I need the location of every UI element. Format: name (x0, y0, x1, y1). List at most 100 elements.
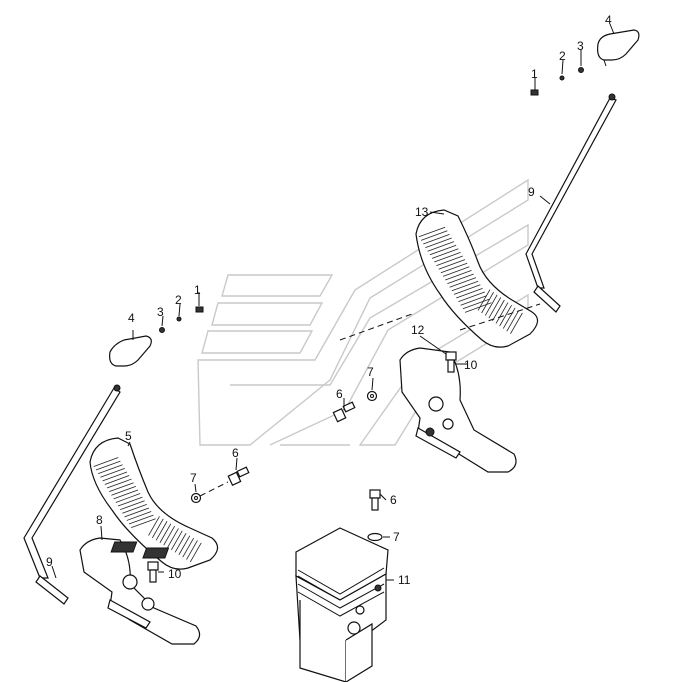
tread-rib (460, 295, 488, 306)
tread-rib (117, 496, 143, 507)
tread-rib (502, 307, 516, 329)
tread-rib (453, 284, 481, 295)
tread-rib (126, 511, 152, 521)
callout-number: 1 (194, 283, 201, 297)
callout-number: 2 (175, 293, 182, 307)
tread-rib (113, 489, 139, 500)
pedal-tread-lower (93, 457, 202, 563)
tread-rib (163, 525, 176, 546)
washer-upper (559, 75, 565, 81)
tread-rib (440, 262, 468, 274)
tread-rib (159, 523, 172, 543)
tread-rib (458, 291, 485, 302)
tread-rib (436, 255, 463, 266)
callout-number: 1 (531, 67, 538, 81)
screw-upper (530, 89, 539, 96)
tread-rib (420, 230, 448, 241)
tread-rib (100, 467, 125, 478)
callout-number: 7 (190, 471, 197, 485)
tread-rib (106, 478, 132, 489)
callout-number: 11 (398, 573, 411, 587)
tread-rib (462, 298, 490, 310)
bolt-6-upper (332, 401, 356, 423)
tread-rib (506, 310, 520, 332)
tread-rib (427, 241, 455, 252)
tread-rib (434, 252, 461, 263)
tread-rib (98, 464, 123, 475)
tread-rib (155, 521, 168, 541)
tread-rib (449, 277, 477, 288)
callout-number: 10 (168, 567, 182, 581)
bolt-6-lower (227, 466, 250, 487)
tread-rib (151, 518, 164, 539)
tread-rib (456, 288, 483, 299)
callout-number: 9 (528, 185, 535, 199)
tread-rib (170, 530, 183, 551)
tread-rib (442, 266, 470, 277)
bolt-10-lower (147, 561, 159, 583)
tread-rib (495, 302, 509, 324)
tread-rib (429, 244, 457, 256)
tread-rib (122, 503, 147, 514)
tread-rib (425, 237, 452, 248)
pedal-knob-lower (109, 335, 152, 367)
callout-number: 9 (46, 555, 53, 569)
tread-rib (124, 507, 150, 518)
callout-number: 8 (96, 513, 103, 527)
tread-rib (492, 299, 505, 322)
tread-rib (102, 471, 128, 482)
tread-rib (167, 528, 179, 548)
tread-rib (484, 294, 498, 316)
callout-number: 7 (367, 365, 374, 379)
tread-rib (186, 540, 198, 560)
callout-number: 12 (411, 323, 425, 337)
callout-number: 6 (336, 387, 343, 401)
callout-number: 10 (464, 358, 478, 372)
pedal-bracket-upper (399, 347, 517, 473)
lower-left-assembly (23, 306, 250, 645)
callout-number: 6 (390, 493, 397, 507)
pedal-rod-lower (23, 387, 121, 579)
upper-right-assembly (332, 29, 640, 473)
tread-rib (477, 289, 491, 311)
bolt-10-upper (445, 351, 457, 373)
tread-rib (189, 542, 202, 563)
tread-rib (148, 516, 160, 536)
tread-rib (445, 270, 472, 281)
tread-rib (499, 304, 512, 327)
screw-lower (195, 306, 204, 313)
tread-rib (438, 259, 466, 270)
tread-rib (131, 518, 156, 529)
callout-number: 2 (559, 49, 566, 63)
callout-number: 3 (157, 305, 164, 319)
callout-number: 4 (605, 13, 612, 27)
tread-rib (93, 457, 119, 467)
tread-rib (178, 535, 191, 555)
tread-rib (174, 533, 187, 553)
tread-rib (451, 280, 479, 292)
pedal-pad-lower (89, 437, 219, 570)
callout-number: 7 (393, 530, 400, 544)
bolt-6-valve (369, 489, 381, 511)
tread-rib (128, 514, 154, 525)
tread-rib (109, 482, 134, 493)
tread-rib (488, 297, 502, 319)
tread-rib (95, 460, 121, 471)
pedal-tread-upper (418, 226, 523, 335)
pedal-rod-upper (525, 97, 617, 289)
washer-7-lower (190, 492, 202, 504)
tread-rib (115, 493, 141, 503)
callout-number: 5 (125, 429, 132, 443)
callout-number: 3 (577, 39, 584, 53)
brake-valve-assembly (110, 489, 389, 682)
tread-rib (447, 273, 474, 284)
callout-number: 4 (128, 311, 135, 325)
callout-number: 13 (415, 205, 429, 219)
tread-rib (423, 234, 450, 245)
tread-rib (182, 537, 195, 558)
washer-7-upper (366, 390, 378, 402)
pedal-knob-upper (597, 29, 640, 61)
